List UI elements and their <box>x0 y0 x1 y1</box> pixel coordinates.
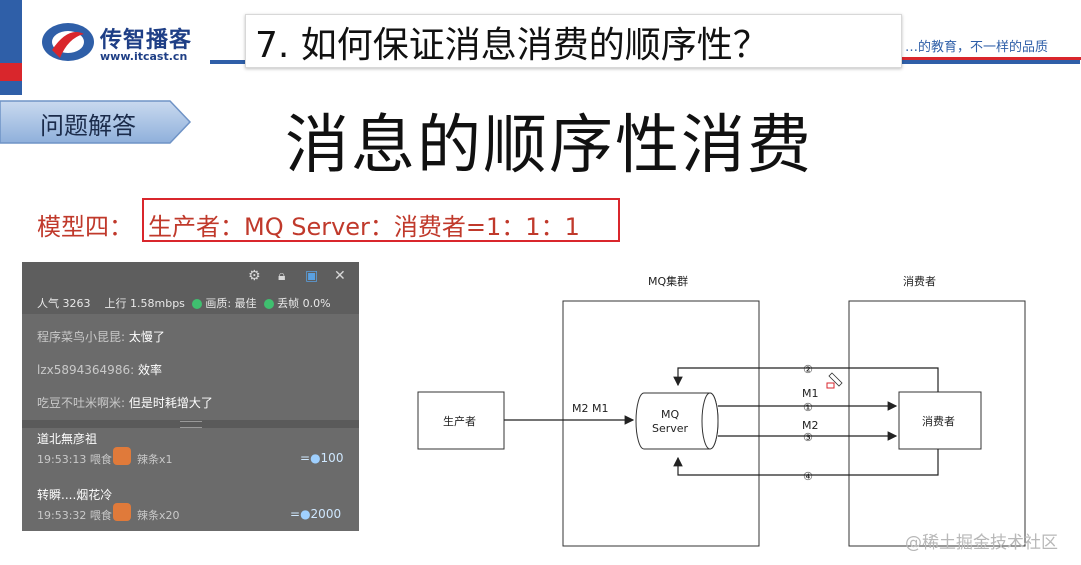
gift-value: 2000 <box>310 507 342 521</box>
quality-label: 画质: 最佳 <box>205 297 257 310</box>
step-4-label: ④ <box>803 470 813 483</box>
consumer-group-box <box>848 300 1026 547</box>
ack-2-arrow <box>673 367 939 392</box>
cluster-label: MQ集群 <box>648 274 688 288</box>
chat-user: 程序菜鸟小昆昆: <box>37 330 126 344</box>
brand-name: 传智播客 <box>100 28 193 53</box>
m2-label: M2 <box>802 419 819 432</box>
header-rule-accent <box>900 57 1081 60</box>
close-icon[interactable]: ✕ <box>334 268 346 284</box>
inbound-messages: M2 M1 <box>572 402 608 415</box>
chat-message: 程序菜鸟小昆昆: 太慢了 <box>37 328 165 345</box>
itcast-logo-icon <box>42 23 94 61</box>
consumer-label: 消费者 <box>922 414 955 428</box>
pencil-cursor-icon <box>828 372 843 387</box>
ack-4-arrow <box>673 449 939 476</box>
upload-value: 1.58mbps <box>130 297 185 310</box>
chat-user: lzx5894364986: <box>37 363 135 377</box>
gift-item: 辣条x1 <box>137 453 173 466</box>
brand-url: www.itcast.cn <box>100 50 188 63</box>
step-3-label: ③ <box>803 431 813 444</box>
gift-item: 辣条x20 <box>137 509 180 522</box>
chat-message: 吃豆不吐米啊米: 但是时耗增大了 <box>37 394 213 411</box>
gear-icon[interactable]: ⚙ <box>248 268 261 284</box>
mq-cluster-box <box>562 300 760 547</box>
chat-user: 吃豆不吐米啊米: <box>37 396 126 410</box>
consumer-box <box>898 391 982 450</box>
slide-title: 7. 如何保证消息消费的顺序性？ <box>255 25 769 66</box>
section-tag-shape <box>0 100 192 144</box>
server-label-line2: Server <box>652 422 689 435</box>
gift-time: 19:53:32 喂食 <box>37 509 112 522</box>
model-label: 模型四： <box>37 213 133 241</box>
gift-value-row: =●2000 <box>290 507 342 521</box>
chat-message: lzx5894364986: 效率 <box>37 361 162 378</box>
left-accent-red <box>0 63 22 81</box>
gift-icon[interactable]: ▣ <box>305 268 319 284</box>
server-label-line1: MQ <box>661 408 679 421</box>
chat-text: 但是时耗增大了 <box>128 396 213 410</box>
section-tag-label: 问题解答 <box>40 112 136 140</box>
drop-label: 丢帧 0.0% <box>277 297 331 310</box>
gift-user: 转瞬....烟花冷 <box>37 488 113 502</box>
eraser-mark-icon <box>826 382 835 389</box>
gem-icon: ● <box>310 451 321 465</box>
watermark: @稀土掘金技术社区 <box>905 533 1058 553</box>
m1-label: M1 <box>802 387 819 400</box>
spicy-strip-icon <box>113 503 131 521</box>
spicy-strip-icon <box>113 447 131 465</box>
gift-value-row: =●100 <box>300 451 344 465</box>
step-2-label: ② <box>803 363 813 376</box>
gift-value: 100 <box>320 451 344 465</box>
stream-stats: 人气 3263 上行 1.58mbps 画质: 最佳 丢帧 0.0% <box>37 295 331 311</box>
model-ratio-text: 生产者：MQ Server：消费者=1：1：1 <box>148 213 580 241</box>
gift-time: 19:53:13 喂食 <box>37 453 112 466</box>
consumer-group-label: 消费者 <box>903 274 936 288</box>
drop-status-icon <box>264 299 275 309</box>
slide-heading: 消息的顺序性消费 <box>285 109 813 183</box>
mq-server-node <box>635 392 719 450</box>
model-highlight-box <box>142 198 620 242</box>
gift-user: 道北無彦祖 <box>37 432 98 446</box>
brand-slogan: …的教育，不一样的品质 <box>905 40 1049 55</box>
step-1-label: ① <box>803 401 813 414</box>
lock-icon[interactable]: 🔒︎ <box>278 268 286 284</box>
chat-text: 太慢了 <box>128 330 165 344</box>
live-panel-header <box>22 262 359 314</box>
gem-icon: ● <box>300 507 311 521</box>
chat-text: 效率 <box>137 363 162 377</box>
title-box <box>245 14 902 68</box>
splitter-grip-icon[interactable] <box>180 421 202 428</box>
upload-label: 上行 <box>104 297 127 310</box>
producer-label: 生产者 <box>443 414 476 428</box>
mq-architecture-diagram: MQ集群 消费者 生产者 MQ Server 消费者 M2 M1 M1 ① M2… <box>417 274 1026 547</box>
quality-status-icon <box>192 299 203 309</box>
popularity-label: 人气 <box>37 297 59 310</box>
popularity-value: 3263 <box>62 297 91 310</box>
panel-splitter[interactable] <box>22 420 359 428</box>
